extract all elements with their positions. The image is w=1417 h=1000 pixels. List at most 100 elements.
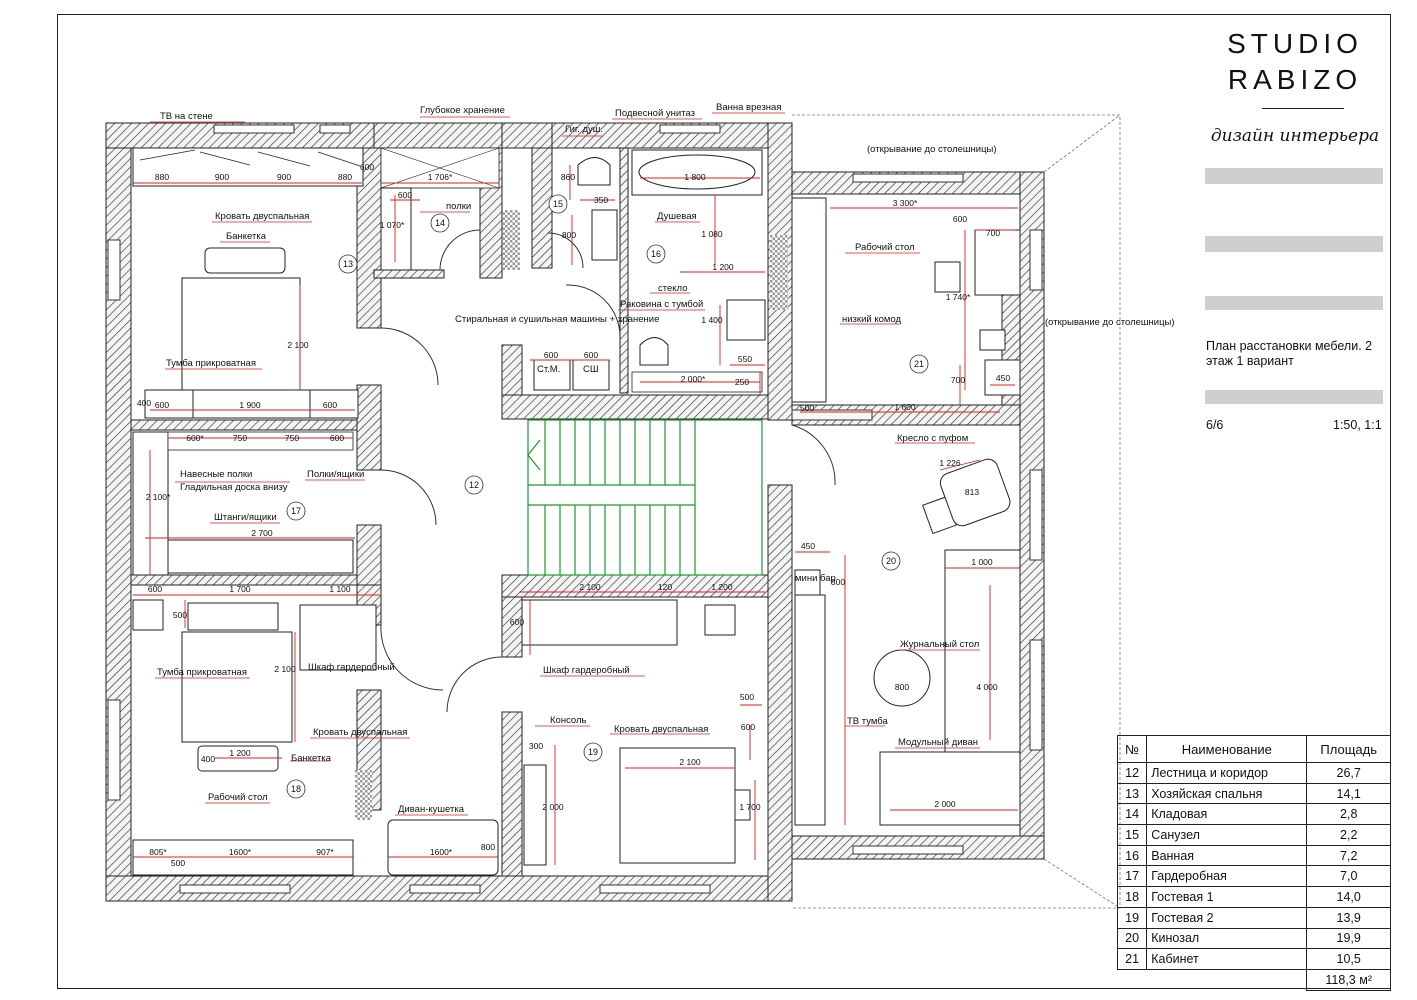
dim-value: 550 <box>738 354 752 364</box>
dim-value: 1 200 <box>711 582 733 592</box>
furniture-labels: ТВ на стене Глубокое хранение Гиг. душ. … <box>157 102 1175 815</box>
room-12-number: 12 <box>469 480 479 490</box>
label-glass: стекло <box>658 283 687 294</box>
table-cell-area: 14,1 <box>1306 782 1391 805</box>
plan-title: План расстановки мебели. 2 этаж 1 вариан… <box>1206 339 1373 368</box>
label-open-top-1: (открывание до столешницы) <box>867 144 997 155</box>
dim-value: 3 300* <box>893 198 918 208</box>
dim-value: 600 <box>398 190 412 200</box>
table-header-row: № Наименование Площадь <box>1116 735 1391 763</box>
label-bed-13: Кровать двуспальная <box>215 211 309 222</box>
dim-value: 350 <box>594 195 608 205</box>
dim-value: 2 000 <box>934 799 956 809</box>
dim-value: 600* <box>186 433 204 443</box>
dim-value: 600 <box>155 400 169 410</box>
table-cell-area: 2,2 <box>1306 824 1391 846</box>
dim-value: 120 <box>658 582 672 592</box>
door-swings <box>380 229 836 713</box>
dim-value: 600 <box>741 722 755 732</box>
label-wall-wc: Подвесной унитаз <box>615 108 695 119</box>
table-total-row: 118,3 м² <box>1118 968 1391 991</box>
furniture <box>132 147 1021 876</box>
dim-value: 500 <box>173 610 187 620</box>
dim-value: 600 <box>360 162 374 172</box>
drawing-frame <box>57 14 1391 989</box>
dim-value: 600 <box>953 214 967 224</box>
dim-value: 800 <box>895 682 909 692</box>
label-sh: СШ <box>583 364 599 375</box>
studio-logo-line2: RABIZO <box>1227 64 1363 95</box>
label-washer: Стиральная и сушильная машины + хранение <box>455 314 659 325</box>
dim-value: 1600* <box>430 847 453 857</box>
room-18-number: 18 <box>291 784 301 794</box>
label-bench-13: Банкетка <box>226 231 267 242</box>
label-tv-stand: ТВ тумба <box>847 716 889 727</box>
dim-value: 2 100* <box>146 492 171 502</box>
dim-value: 1 400 <box>701 315 723 325</box>
dim-value: 1600* <box>229 847 252 857</box>
label-wardrobe-18: Шкаф гардеробный <box>308 662 395 673</box>
label-bed-19: Кровать двуспальная <box>614 724 708 735</box>
dim-value: 1 600 <box>894 402 916 412</box>
label-coffee-table: Журнальный стол <box>900 639 979 650</box>
empty-cell <box>1118 969 1147 990</box>
sheet-scale: 1:50, 1:1 <box>1333 418 1382 432</box>
label-ironing: Гладильная доска внизу <box>180 482 288 493</box>
dim-value: 700 <box>986 228 1000 238</box>
table-cell-name: Лестница и коридор <box>1146 762 1308 784</box>
dim-value: 600 <box>148 584 162 594</box>
label-deep-storage: Глубокое хранение <box>420 105 505 116</box>
label-open-top-2: (открывание до столешницы) <box>1045 317 1175 328</box>
dim-value: 880 <box>155 172 169 182</box>
dim-value: 900 <box>277 172 291 182</box>
dim-value: 600 <box>584 350 598 360</box>
dim-value: 500 <box>171 858 185 868</box>
dim-value: 1 200 <box>229 748 251 758</box>
dimension-values: 880 900 900 880 600 1 706* 600 1 070* 86… <box>137 162 1010 868</box>
dim-value: 800 <box>562 230 576 240</box>
dim-value: 450 <box>801 541 815 551</box>
redacted-bar <box>1205 390 1383 404</box>
dim-value: 1 700 <box>739 802 761 812</box>
label-minibar: мини бар <box>795 573 836 584</box>
column-header: № <box>1116 735 1148 763</box>
table-cell-n: 20 <box>1116 927 1148 950</box>
dim-value: 600 <box>510 617 524 627</box>
table-cell-name: Гостевая 2 <box>1146 906 1308 929</box>
leader-lines <box>150 112 980 816</box>
table-cell-n: 21 <box>1116 948 1148 970</box>
room-21-number: 21 <box>914 359 924 369</box>
label-bench-18: Банкетка <box>291 753 332 764</box>
room-17-number: 17 <box>291 506 301 516</box>
table-cell-n: 16 <box>1116 844 1148 867</box>
table-cell-name: Кабинет <box>1146 948 1308 970</box>
empty-cell <box>1147 969 1307 990</box>
windows <box>107 124 1043 894</box>
dim-value: 2 100 <box>679 757 701 767</box>
table-cell-area: 2,8 <box>1306 803 1391 826</box>
total-area: 118,3 м² <box>1306 968 1391 991</box>
plan-outline-dashed <box>792 114 1121 909</box>
table-cell-name: Кинозал <box>1146 927 1308 950</box>
dim-value: 500 <box>800 403 814 413</box>
dim-value: 300 <box>529 741 543 751</box>
dim-value: 500 <box>740 692 754 702</box>
table-cell-name: Хозяйская спальня <box>1146 782 1308 805</box>
dim-value: 400 <box>137 398 151 408</box>
label-daybed: Диван-кушетка <box>398 804 465 815</box>
column-header: Наименование <box>1146 735 1308 763</box>
dim-value: 2 700 <box>251 528 273 538</box>
dim-value: 2 000* <box>681 374 706 384</box>
studio-logo-line1: STUDIO <box>1227 28 1363 59</box>
room-13-number: 13 <box>343 259 353 269</box>
table-cell-area: 19,9 <box>1306 927 1391 950</box>
dim-value: 750 <box>233 433 247 443</box>
dim-value: 600 <box>330 433 344 443</box>
studio-subtitle: дизайн интерьера <box>1210 126 1380 146</box>
